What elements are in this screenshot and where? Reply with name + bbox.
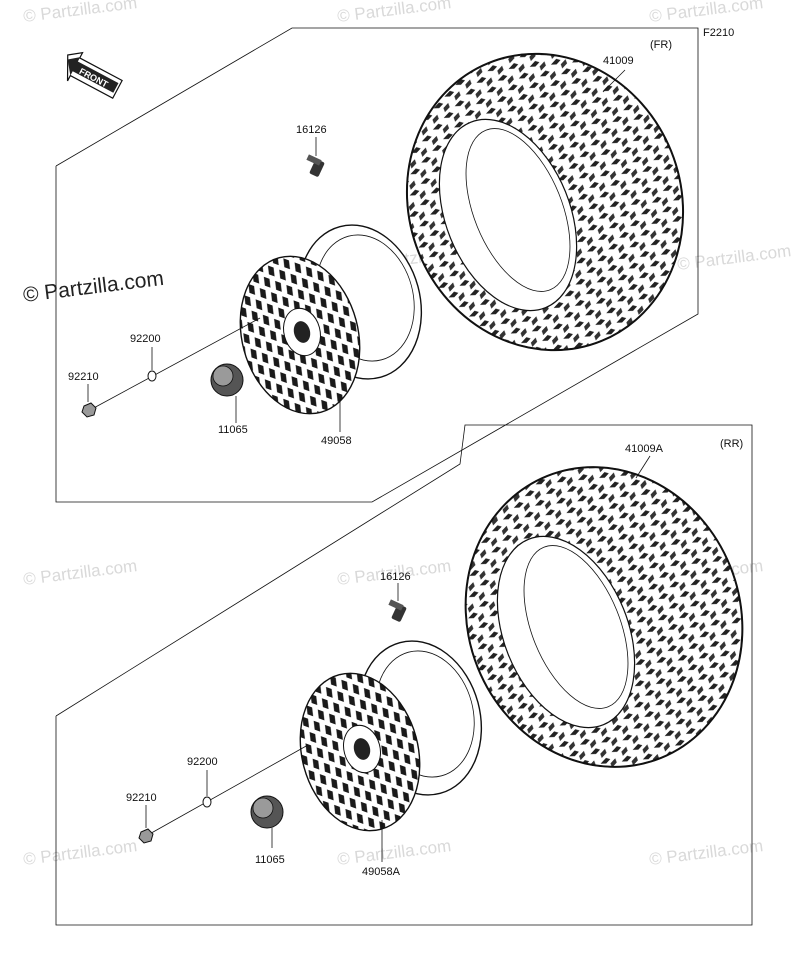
copyright-notice: © Partzilla.com [22,267,165,307]
watermark-text: © Partzilla.com [648,836,764,869]
rear-washer [202,796,212,808]
front-tire-label: 41009 [603,55,634,67]
front-tag: (FR) [650,39,672,51]
rear-tire-label: 41009A [625,443,664,455]
front-section: FRONT F2210 (FR) 41009 16126 49058 [55,27,734,503]
rear-wheel [299,640,483,832]
front-washer-label: 92200 [130,333,161,345]
watermark-text: © Partzilla.com [648,0,764,26]
diagram-code: F2210 [703,27,734,39]
rear-center-cap [250,795,284,829]
front-valve [306,154,325,177]
rear-washer-label: 92200 [187,756,218,768]
front-cap-label: 11065 [218,424,248,436]
leader-rear-tire [635,455,651,479]
watermark-text: © Partzilla.com [676,241,792,274]
rear-cap-label: 11065 [255,854,285,866]
front-nut-label: 92210 [68,371,99,383]
front-washer [147,370,157,382]
rear-wheel-label: 49058A [362,866,401,878]
front-stud-axis [89,317,261,411]
front-valve-label: 16126 [296,124,327,136]
rear-stud-axis [145,744,309,837]
rear-nut [138,828,154,844]
front-nut [81,402,97,418]
watermark-text: © Partzilla.com [22,836,138,869]
rear-nut-label: 92210 [126,792,157,804]
watermark-text: © Partzilla.com [22,0,138,26]
front-center-cap [210,363,244,397]
rear-valve-label: 16126 [380,571,411,583]
watermark-text: © Partzilla.com [336,0,452,26]
front-tire [405,52,685,352]
watermark-text: © Partzilla.com [22,556,138,589]
front-wheel [239,224,423,415]
rear-frame [55,424,753,926]
front-wheel-label: 49058 [321,435,352,447]
leader-front-tire [602,69,626,93]
front-direction-arrow: FRONT [66,51,123,99]
rear-tire [464,466,744,768]
front-frame [55,27,699,503]
rear-section: (RR) 41009A 16126 49058A [55,424,753,926]
rear-tag: (RR) [720,438,743,450]
rear-valve [388,599,407,622]
watermark-text: © Partzilla.com [336,836,452,869]
